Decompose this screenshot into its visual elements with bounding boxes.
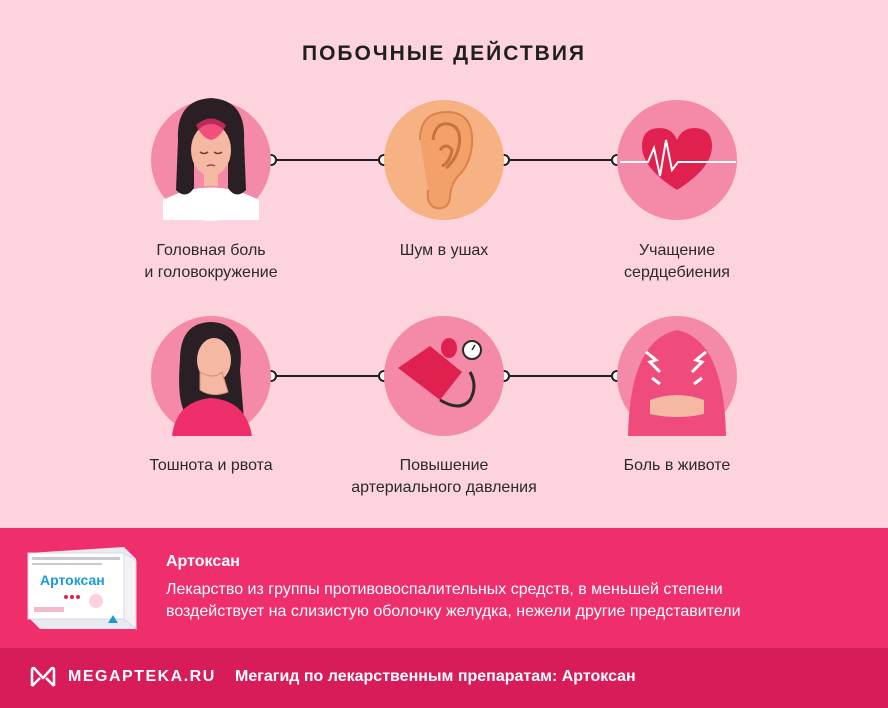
label-line: Головная боль — [156, 242, 266, 259]
product-band — [0, 528, 888, 648]
blood-pressure-icon — [384, 316, 504, 436]
side-effect-label: Тошнота и рвота — [101, 455, 321, 477]
stomach-ache-icon — [617, 316, 737, 436]
label-line: артериального давления — [351, 479, 537, 496]
product-description: Лекарство из группы противовоспалительны… — [166, 579, 866, 623]
label-line: Учащение — [639, 242, 715, 259]
box-brand: Артоксан — [40, 572, 105, 588]
product-name: Артоксан — [166, 553, 240, 570]
label-line: Повышение — [399, 457, 489, 474]
medicine-box-image: Артоксан — [27, 547, 137, 631]
nausea-icon — [151, 316, 271, 436]
megapteka-logo-text[interactable]: MEGAPTEKA.RU — [68, 668, 216, 685]
ear-icon — [384, 100, 504, 220]
label-line: Шум в ушах — [399, 242, 489, 259]
label-line: и головокружение — [144, 264, 278, 281]
page-title: ПОБОЧНЫЕ ДЕЙСТВИЯ — [301, 42, 587, 65]
side-effect-label: Головная боль и головокружение — [101, 240, 321, 284]
side-effect-label: Повышение артериального давления — [334, 455, 554, 499]
side-effect-label: Боль в животе — [567, 455, 787, 477]
footer — [0, 648, 888, 708]
label-line: Боль в животе — [623, 457, 731, 474]
side-effect-label: Шум в ушах — [334, 240, 554, 262]
label-line: Тошнота и рвота — [149, 457, 273, 474]
heart-icon — [617, 100, 737, 220]
megapteka-logo-icon[interactable] — [30, 666, 56, 688]
side-effect-label: Учащение сердцебиения — [567, 240, 787, 284]
side-effects-diagram — [151, 98, 737, 436]
label-line: сердцебиения — [624, 264, 730, 281]
footer-guide-text: Мегагид по лекарственным препаратам: Арт… — [235, 668, 636, 685]
description-line: Лекарство из группы противовоспалительны… — [166, 581, 723, 598]
headache-icon — [151, 98, 271, 221]
description-line: воздействует на слизистую оболочку желуд… — [166, 603, 741, 620]
